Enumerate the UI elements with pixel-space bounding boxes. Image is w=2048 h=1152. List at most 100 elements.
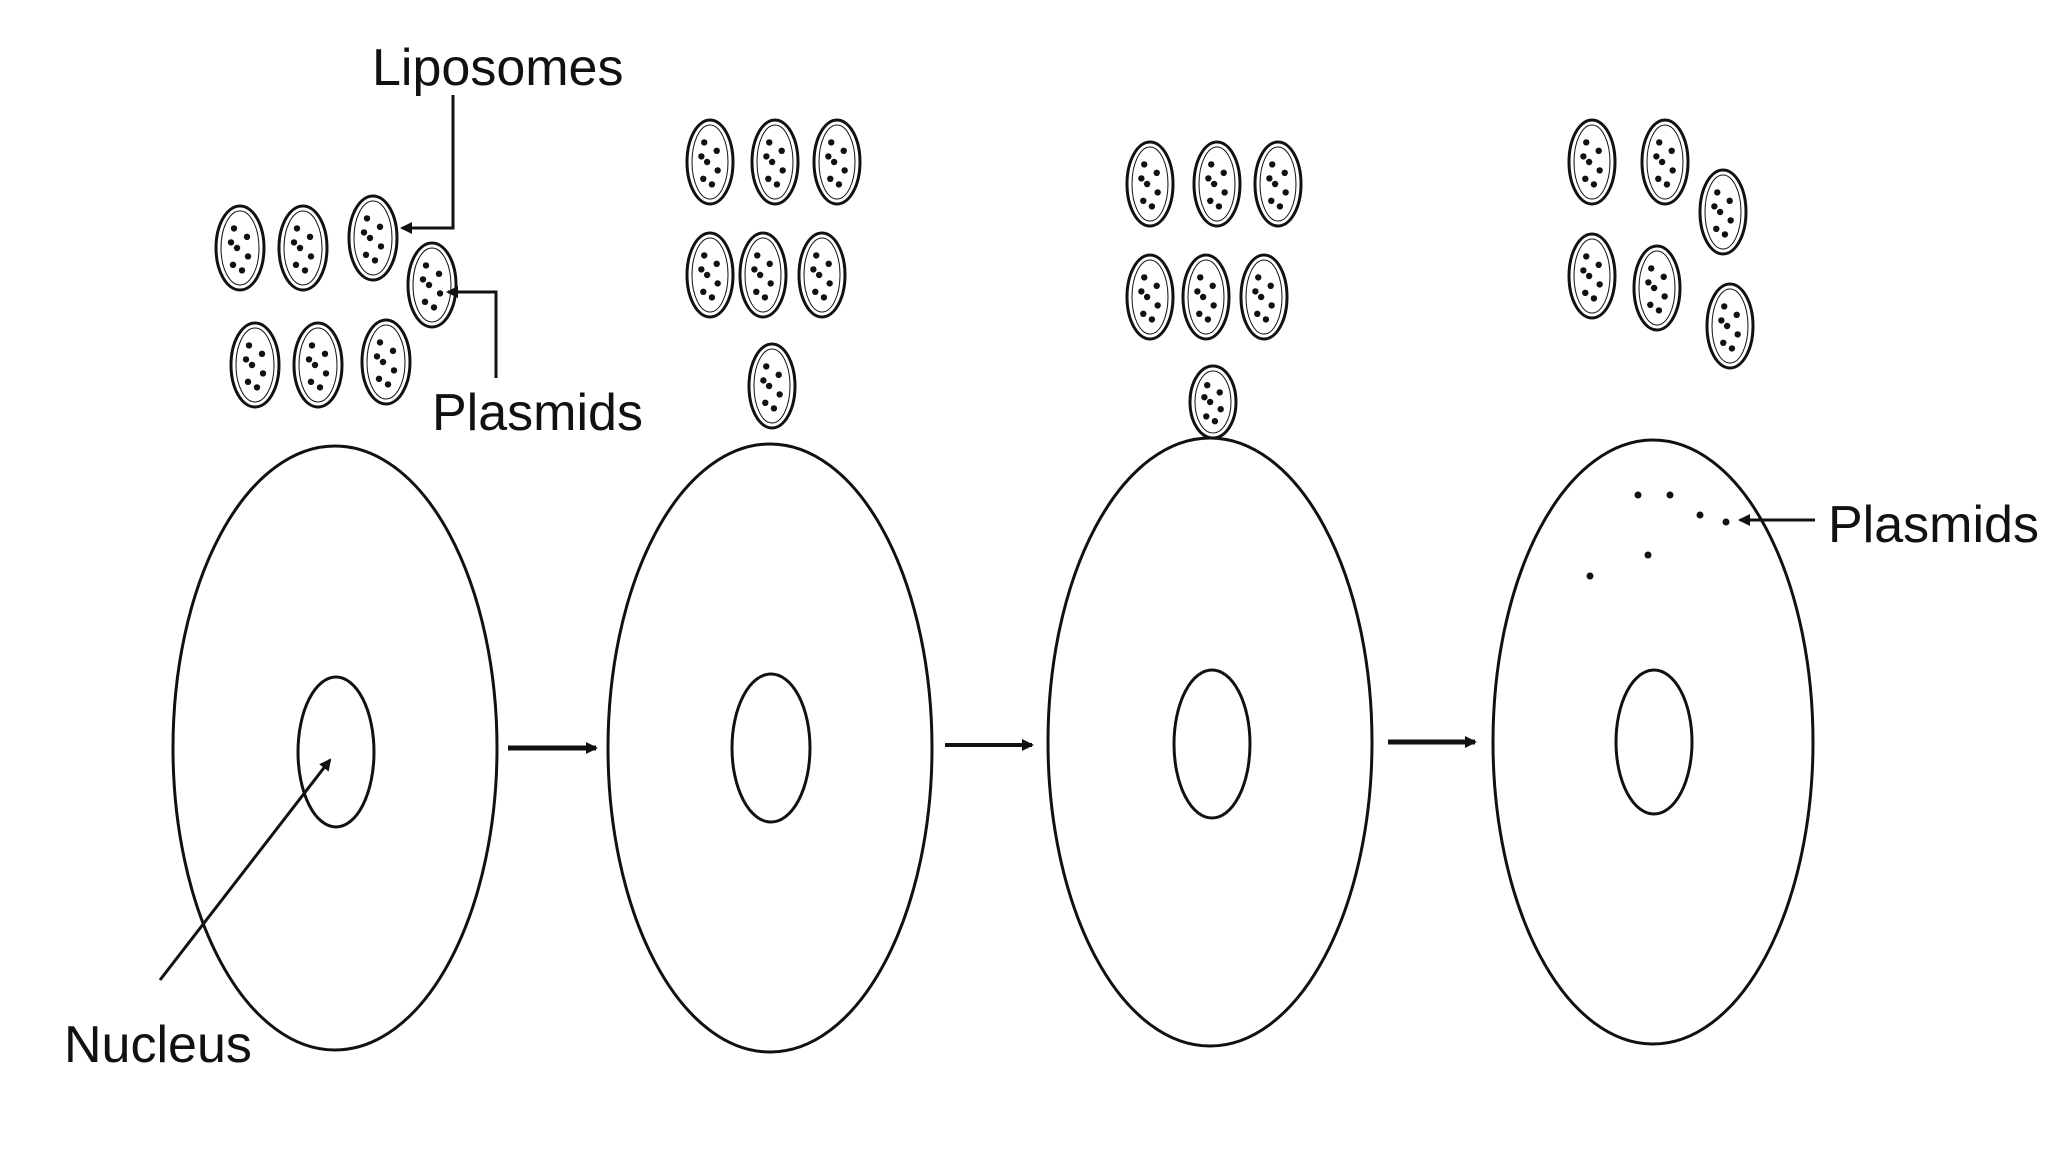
plasmid-dot xyxy=(1661,293,1668,300)
cell-membrane xyxy=(606,442,934,1054)
liposome xyxy=(277,204,329,292)
liposome-inner-membrane xyxy=(756,124,794,200)
plasmid-dot xyxy=(1585,272,1593,280)
liposome xyxy=(1698,168,1748,256)
plasmid-dot xyxy=(1718,317,1725,324)
liposome xyxy=(1192,140,1242,228)
plasmid-dot xyxy=(767,280,774,287)
plasmid-dot xyxy=(245,342,253,349)
plasmid-dot xyxy=(761,294,769,301)
liposome xyxy=(738,231,788,319)
plasmid-dot xyxy=(1262,316,1270,323)
plasmid-dot xyxy=(293,225,301,232)
liposome xyxy=(229,321,281,409)
plasmid-dot xyxy=(756,271,764,279)
liposome-membrane xyxy=(347,194,399,282)
plasmid-dot xyxy=(1138,288,1145,295)
liposome-membrane xyxy=(747,342,797,430)
liposome xyxy=(214,204,266,292)
plasmid-dot xyxy=(698,153,705,160)
plasmid-dot xyxy=(376,223,384,230)
liposome-inner-membrane xyxy=(220,210,260,286)
plasmid-dot xyxy=(1140,197,1147,204)
liposome-inner-membrane xyxy=(1187,259,1225,335)
liposome-inner-membrane xyxy=(1646,124,1684,200)
plasmid-dot xyxy=(376,339,384,346)
plasmid-dot xyxy=(828,139,835,146)
liposome-inner-membrane xyxy=(1194,370,1232,434)
plasmid-dot xyxy=(1726,197,1733,204)
nucleus xyxy=(1172,668,1252,820)
liposome-inner-membrane xyxy=(1711,288,1749,364)
plasmid-dot xyxy=(835,181,843,188)
liposome-inner-membrane xyxy=(1131,259,1169,335)
plasmid-dot xyxy=(768,158,776,166)
plasmid-dot xyxy=(1282,189,1289,196)
plasmid-dot xyxy=(292,261,300,268)
plasmid-dot xyxy=(1582,175,1589,182)
plasmid-dot xyxy=(419,276,427,283)
plasmid-dot xyxy=(1660,273,1667,280)
plasmid-dot xyxy=(1711,203,1718,210)
plasmid-dot xyxy=(421,298,429,305)
plasmid-dot xyxy=(841,167,848,174)
liposome-inner-membrane xyxy=(283,210,323,286)
free-plasmid xyxy=(1666,491,1674,499)
liposome-membrane xyxy=(738,231,788,319)
plasmid-dot xyxy=(227,239,235,246)
plasmid-dot xyxy=(1211,418,1219,425)
plasmid-dot xyxy=(1583,139,1590,146)
plasmid-dot xyxy=(1656,139,1663,146)
liposome-membrane xyxy=(797,231,847,319)
plasmid-dot xyxy=(776,391,783,398)
plasmid-dot xyxy=(306,233,314,240)
liposome-inner-membrane xyxy=(235,327,275,403)
plasmid-dot xyxy=(1583,253,1590,260)
liposome-inner-membrane xyxy=(1131,146,1169,222)
plasmid-dot xyxy=(1585,158,1593,166)
plasmid-dot xyxy=(229,261,237,268)
liposome xyxy=(1632,244,1682,332)
liposome-inner-membrane xyxy=(366,324,406,400)
plasmid-dot xyxy=(701,139,708,146)
plasmid-dot xyxy=(1596,167,1603,174)
plasmid-dot xyxy=(1203,413,1210,420)
plasmid-dot xyxy=(708,181,716,188)
liposome xyxy=(750,118,800,206)
liposome-membrane xyxy=(1698,168,1748,256)
plasmid-dot xyxy=(1141,274,1148,281)
plasmid-dot xyxy=(714,280,721,287)
cell-membrane xyxy=(1491,438,1815,1046)
free-plasmids-layer xyxy=(1586,491,1730,580)
plasmid-dot xyxy=(1276,203,1284,210)
plasmid-dot xyxy=(713,147,720,154)
plasmid-dot xyxy=(1268,302,1275,309)
nucleus xyxy=(296,675,376,829)
plasmid-dot xyxy=(1138,175,1145,182)
plasmid-dot xyxy=(1668,147,1675,154)
liposome xyxy=(1567,232,1617,320)
fusing-liposome xyxy=(1188,364,1238,440)
plasmid-dot xyxy=(1207,197,1214,204)
liposome-inner-membrane xyxy=(1573,124,1611,200)
plasmid-dot xyxy=(1716,208,1724,216)
plasmid-dot xyxy=(371,257,379,264)
liposome xyxy=(1567,118,1617,206)
liposome xyxy=(347,194,399,282)
liposome-membrane xyxy=(292,321,344,409)
plasmids-label-top: Plasmids xyxy=(432,384,643,442)
liposomes-layer xyxy=(214,118,1755,440)
plasmid-dot xyxy=(316,384,324,391)
liposome xyxy=(406,241,458,329)
liposome-inner-membrane xyxy=(1198,146,1236,222)
plasmid-dot xyxy=(825,153,832,160)
plasmid-dot xyxy=(1655,175,1662,182)
plasmid-dot xyxy=(1655,307,1663,314)
plasmid-dot xyxy=(760,377,767,384)
plasmid-dot xyxy=(830,158,838,166)
plasmid-dot xyxy=(763,363,770,370)
plasmid-dot xyxy=(1721,303,1728,310)
liposome-membrane xyxy=(1640,118,1690,206)
liposome-inner-membrane xyxy=(1259,146,1297,222)
